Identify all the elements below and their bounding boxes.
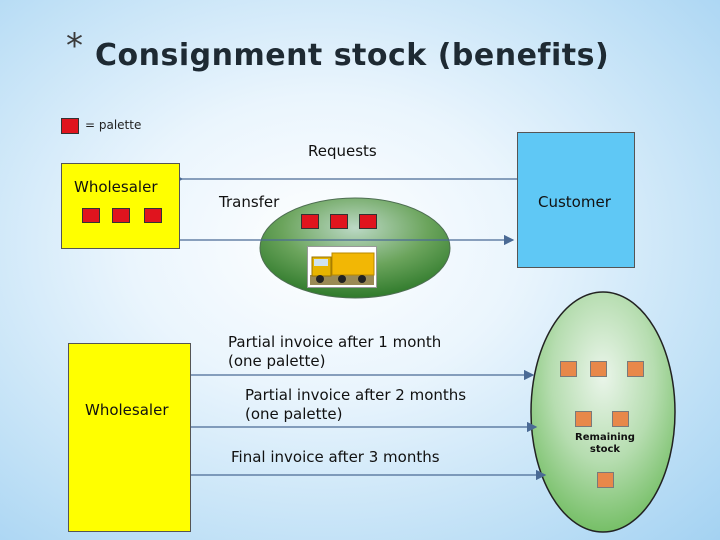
invoice3-label: Final invoice after 3 months bbox=[231, 448, 440, 466]
palette-icon bbox=[144, 208, 162, 223]
remaining-stock-oval bbox=[530, 291, 676, 533]
legend-label: = palette bbox=[85, 118, 142, 132]
palette-icon bbox=[82, 208, 100, 223]
title-bullet: * bbox=[66, 26, 83, 66]
palette-icon bbox=[112, 208, 130, 223]
legend-palette-swatch bbox=[61, 118, 79, 134]
palette-icon bbox=[359, 214, 377, 229]
remaining-palette-icon bbox=[612, 411, 629, 427]
wholesaler-bottom-label: Wholesaler bbox=[85, 401, 169, 419]
wholesaler-top-label: Wholesaler bbox=[74, 178, 158, 196]
wholesaler-box-bottom bbox=[68, 343, 191, 532]
remaining-palette-icon bbox=[627, 361, 644, 377]
remaining-stock-label: Remaining stock bbox=[575, 432, 635, 455]
palette-icon bbox=[330, 214, 348, 229]
invoice1-label: Partial invoice after 1 month (one palet… bbox=[228, 333, 442, 370]
requests-label: Requests bbox=[308, 142, 377, 160]
remaining-palette-icon bbox=[590, 361, 607, 377]
invoice2-label: Partial invoice after 2 months (one pale… bbox=[245, 386, 467, 423]
remaining-palette-icon bbox=[575, 411, 592, 427]
customer-label: Customer bbox=[538, 193, 611, 211]
remaining-palette-icon bbox=[560, 361, 577, 377]
transfer-label: Transfer bbox=[219, 193, 280, 211]
page-title: Consignment stock (benefits) bbox=[95, 38, 610, 73]
wholesaler-box-top bbox=[61, 163, 180, 249]
remaining-palette-icon bbox=[597, 472, 614, 488]
customer-box bbox=[517, 132, 635, 268]
palette-icon bbox=[301, 214, 319, 229]
truck-icon bbox=[307, 246, 377, 288]
